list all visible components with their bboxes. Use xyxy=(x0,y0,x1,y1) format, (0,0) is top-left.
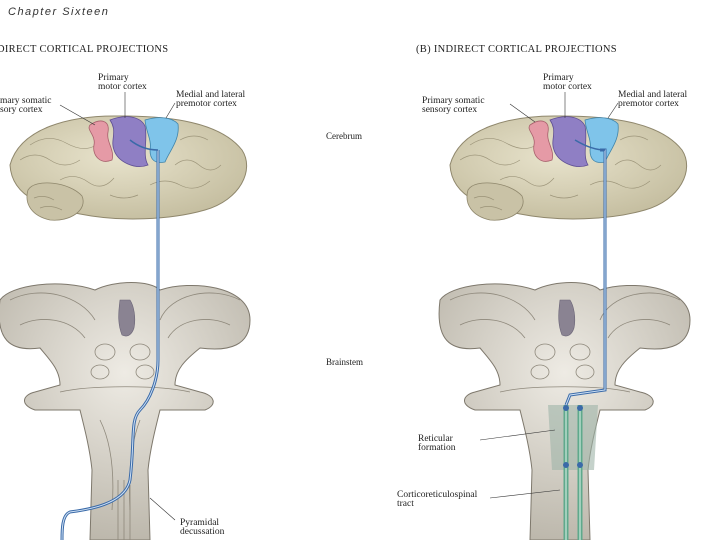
label-line: Reticular xyxy=(418,434,453,444)
label-line: Corticoreticulospinal xyxy=(397,490,478,500)
panel-a-primary-motor-label: Primary motor cortex xyxy=(98,73,147,92)
label-line: Primary xyxy=(98,73,129,83)
panel-a-premotor-label: Medial and lateral premotor cortex xyxy=(176,90,246,109)
panel-b-primary-motor-label: Primary motor cortex xyxy=(543,73,592,92)
panel-b-somatic-label: Primary somatic sensory cortex xyxy=(422,96,485,115)
label-line: Primary xyxy=(543,73,574,83)
panel-a-decussation-label: Pyramidal decussation xyxy=(180,518,225,537)
label-line: Primary somatic xyxy=(422,96,485,106)
label-line: motor cortex xyxy=(543,82,592,92)
panel-b-premotor-label: Medial and lateral premotor cortex xyxy=(618,90,688,109)
label-line: sensory cortex xyxy=(422,105,478,115)
gyri-b xyxy=(459,135,662,211)
label-line: formation xyxy=(418,443,456,453)
panel-b-reticular-label: Reticular formation xyxy=(418,434,456,453)
label-line: tract xyxy=(397,499,414,509)
cerebellum-a xyxy=(26,182,84,221)
chapter-heading: Chapter Sixteen xyxy=(8,6,110,18)
region-brainstem-label: Brainstem xyxy=(326,357,363,367)
label-line: premotor cortex xyxy=(176,99,237,109)
somatic-cortex-a xyxy=(88,120,114,162)
label-line: Medial and lateral xyxy=(176,90,246,100)
label-line: Pyramidal xyxy=(180,518,220,528)
motor-cortex-a xyxy=(109,116,149,167)
premotor-cortex-a xyxy=(144,117,179,163)
cerebellum-b xyxy=(466,182,524,221)
label-line: decussation xyxy=(180,527,225,537)
brainstem-a xyxy=(0,282,251,540)
somatic-cortex-b xyxy=(528,120,554,162)
motor-cortex-b xyxy=(549,116,589,167)
panel-a-title: DIRECT CORTICAL PROJECTIONS xyxy=(0,44,169,55)
label-line: motor cortex xyxy=(98,82,147,92)
reticular-zone xyxy=(548,405,598,470)
panel-a-somatic-label: mary somatic sory cortex xyxy=(0,96,52,115)
indirect-pathway-b xyxy=(563,139,607,540)
panel-b-title: (B) INDIRECT CORTICAL PROJECTIONS xyxy=(416,44,617,55)
label-line: Medial and lateral xyxy=(618,90,688,100)
panel-a-art xyxy=(0,92,251,540)
label-line: premotor cortex xyxy=(618,99,679,109)
label-line: sory cortex xyxy=(0,105,43,115)
panel-b-tract-label: Corticoreticulospinal tract xyxy=(397,490,478,509)
label-line: mary somatic xyxy=(0,96,52,106)
panel-b-art xyxy=(438,92,691,540)
region-cerebrum-label: Cerebrum xyxy=(326,131,362,141)
